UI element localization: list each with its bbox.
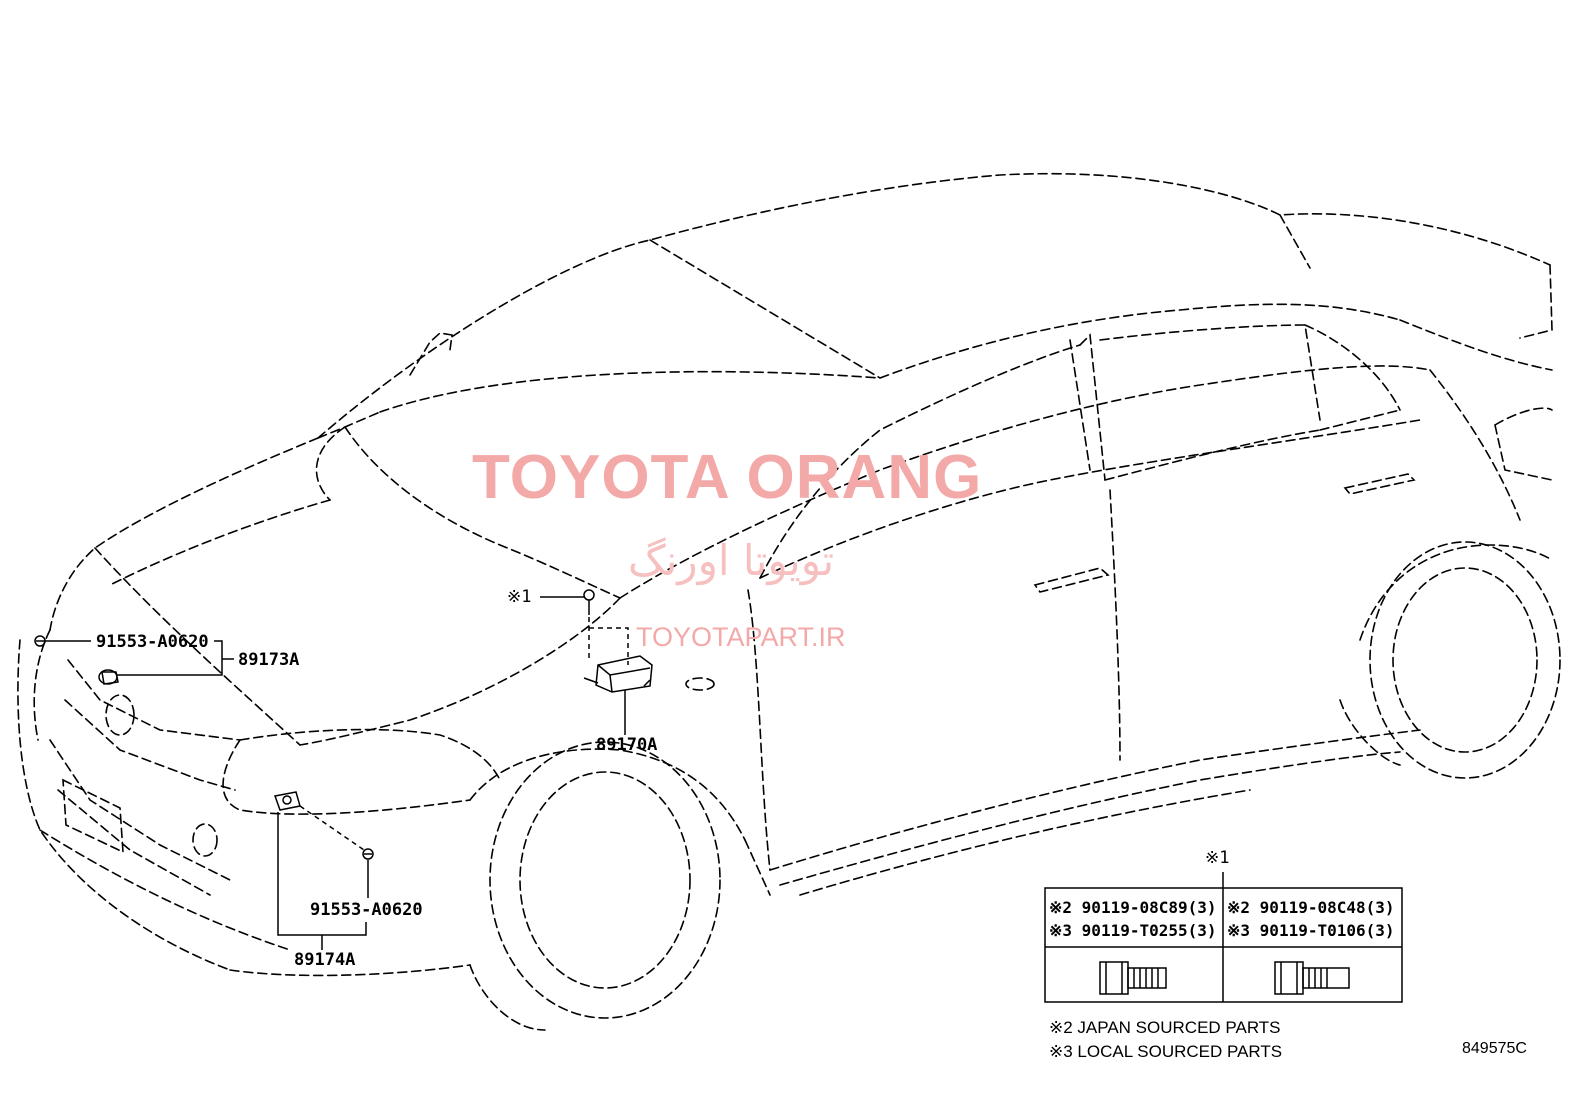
ref-marker-top: ※1	[507, 587, 532, 607]
part-number-sensor-lower[interactable]: 89174A	[294, 950, 356, 970]
bolt-table-cell-local-left[interactable]: ※3 90119-T0255(3)	[1049, 921, 1217, 940]
figure-code: 849575C	[1462, 1040, 1527, 1057]
sensor-lower-icon	[273, 791, 301, 811]
watermark-title: TOYOTA ORANG	[472, 443, 983, 512]
bolt-table-frame	[1044, 872, 1403, 1003]
part-number-sensor-upper[interactable]: 89173A	[238, 650, 300, 670]
note-japan-sourced: ※2 JAPAN SOURCED PARTS	[1049, 1018, 1281, 1037]
bolt-table-cell-japan-right[interactable]: ※2 90119-08C48(3)	[1227, 898, 1395, 917]
bolt-table-cell-japan-left[interactable]: ※2 90119-08C89(3)	[1049, 898, 1217, 917]
part-number-module[interactable]: 89170A	[596, 735, 658, 755]
watermark-persian: تویوتا اورنگ	[628, 536, 835, 585]
part-number-bolt-upper[interactable]: 91553-A0620	[96, 632, 209, 652]
note-local-sourced: ※3 LOCAL SOURCED PARTS	[1049, 1042, 1283, 1061]
bolt-upper-icon	[34, 635, 46, 647]
bolt-table-marker: ※1	[1205, 848, 1230, 868]
bolt-lower-icon	[362, 848, 374, 860]
bolt-local-icon	[1274, 961, 1350, 995]
bolt-table-cell-local-right[interactable]: ※3 90119-T0106(3)	[1227, 921, 1395, 940]
car-body-outline	[17, 172, 1561, 1031]
watermark-site: TOYOTAPART.IR	[636, 622, 846, 652]
airbag-sensor-module-icon	[583, 655, 653, 693]
part-number-bolt-lower[interactable]: 91553-A0620	[310, 900, 423, 920]
bolt-module-icon	[583, 589, 595, 615]
sensor-upper-icon	[98, 669, 119, 685]
bolt-japan-icon	[1099, 961, 1167, 995]
parts-and-leaders	[34, 589, 1403, 1003]
